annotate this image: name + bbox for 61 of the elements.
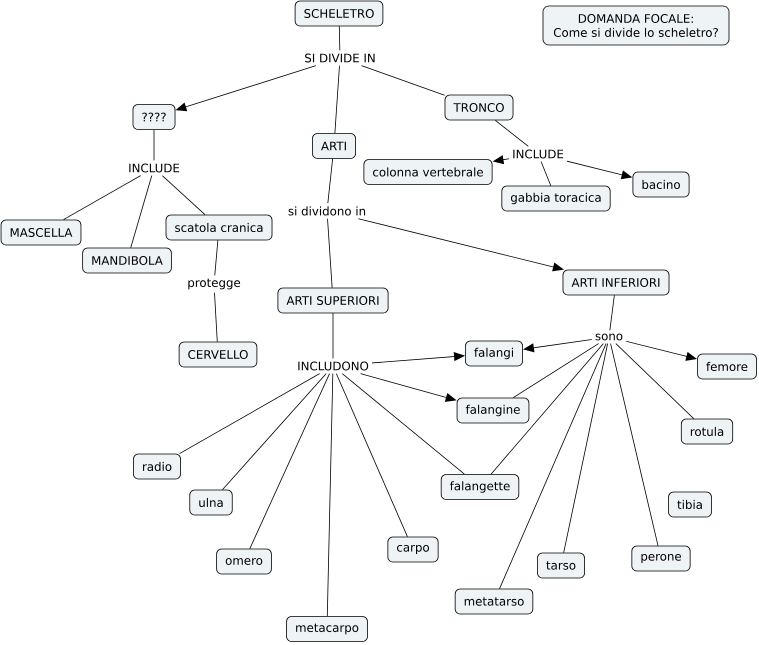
- concept-box: ????: [132, 104, 176, 130]
- linking-phrase: sono: [596, 334, 622, 340]
- connector-line: [214, 292, 218, 342]
- connector-line: [327, 158, 334, 204]
- connector-line: [179, 373, 320, 454]
- concept-box: SCHELETRO: [294, 0, 384, 26]
- concept-box: ARTI SUPERIORI: [278, 288, 388, 314]
- connector-line: [63, 175, 141, 220]
- connector-line: [334, 65, 340, 134]
- concept-box: rotula: [680, 418, 734, 444]
- linking-phrase: INCLUDONO: [298, 362, 368, 370]
- connector-line: [490, 343, 604, 474]
- connector-line: [327, 218, 333, 288]
- connector-line: [336, 373, 408, 537]
- connector-line: [249, 373, 330, 549]
- concept-box: falangi: [465, 340, 523, 366]
- concept-box: tarso: [537, 552, 585, 578]
- concept-box: metacarpo: [286, 616, 368, 642]
- connector-line: [162, 175, 206, 215]
- concept-box: metatarso: [454, 588, 534, 614]
- connector-line: [499, 343, 607, 589]
- linking-phrase: protegge: [188, 278, 240, 290]
- concept-box: MASCELLA: [0, 220, 82, 246]
- linking-phrase: SI DIVIDE IN: [305, 54, 375, 62]
- concept-box: CERVELLO: [178, 342, 258, 368]
- connector-line: [332, 312, 334, 359]
- concept-box: ARTI: [312, 133, 356, 159]
- connector-line: [338, 26, 340, 51]
- connector-line: [326, 373, 334, 616]
- concept-box: colonna vertebrale: [364, 159, 493, 185]
- concept-box: radio: [133, 454, 181, 480]
- concept-box: falangine: [456, 398, 530, 424]
- connector-line: [342, 373, 465, 474]
- concept-box: omero: [216, 548, 272, 574]
- connector-line: [563, 343, 608, 553]
- concept-box: tibia: [668, 492, 712, 518]
- concept-box: carpo: [387, 536, 439, 562]
- concept-box: gabbia toracica: [501, 186, 611, 212]
- connector-line: [609, 294, 615, 331]
- connector-line: [214, 240, 218, 276]
- linking-phrase: INCLUDE: [129, 164, 180, 172]
- concept-box: MANDIBOLA: [82, 248, 172, 274]
- connector-line: [610, 343, 658, 546]
- connector-line: [494, 120, 529, 147]
- concept-box: falangette: [440, 474, 520, 500]
- concept-box: femore: [697, 354, 757, 380]
- concept-box: scatola cranica: [166, 214, 272, 240]
- connector-line: [512, 343, 599, 398]
- concept-box: bacino: [632, 172, 690, 198]
- concept-box: ulna: [189, 490, 233, 516]
- connector-line: [540, 161, 552, 186]
- connector-line: [615, 343, 694, 419]
- linking-phrase: INCLUDE: [513, 150, 564, 158]
- connector-line: [222, 373, 327, 490]
- connector-line: [130, 175, 152, 248]
- concept-box: perone: [631, 546, 691, 572]
- concept-box: TRONCO: [444, 94, 514, 120]
- connector-line: [361, 65, 445, 96]
- question-box: DOMANDA FOCALE: Come si divide lo scheletro?: [542, 6, 730, 46]
- concept-box: ARTI INFERIORI: [562, 270, 670, 296]
- linking-phrase: si dividono in: [288, 206, 366, 216]
